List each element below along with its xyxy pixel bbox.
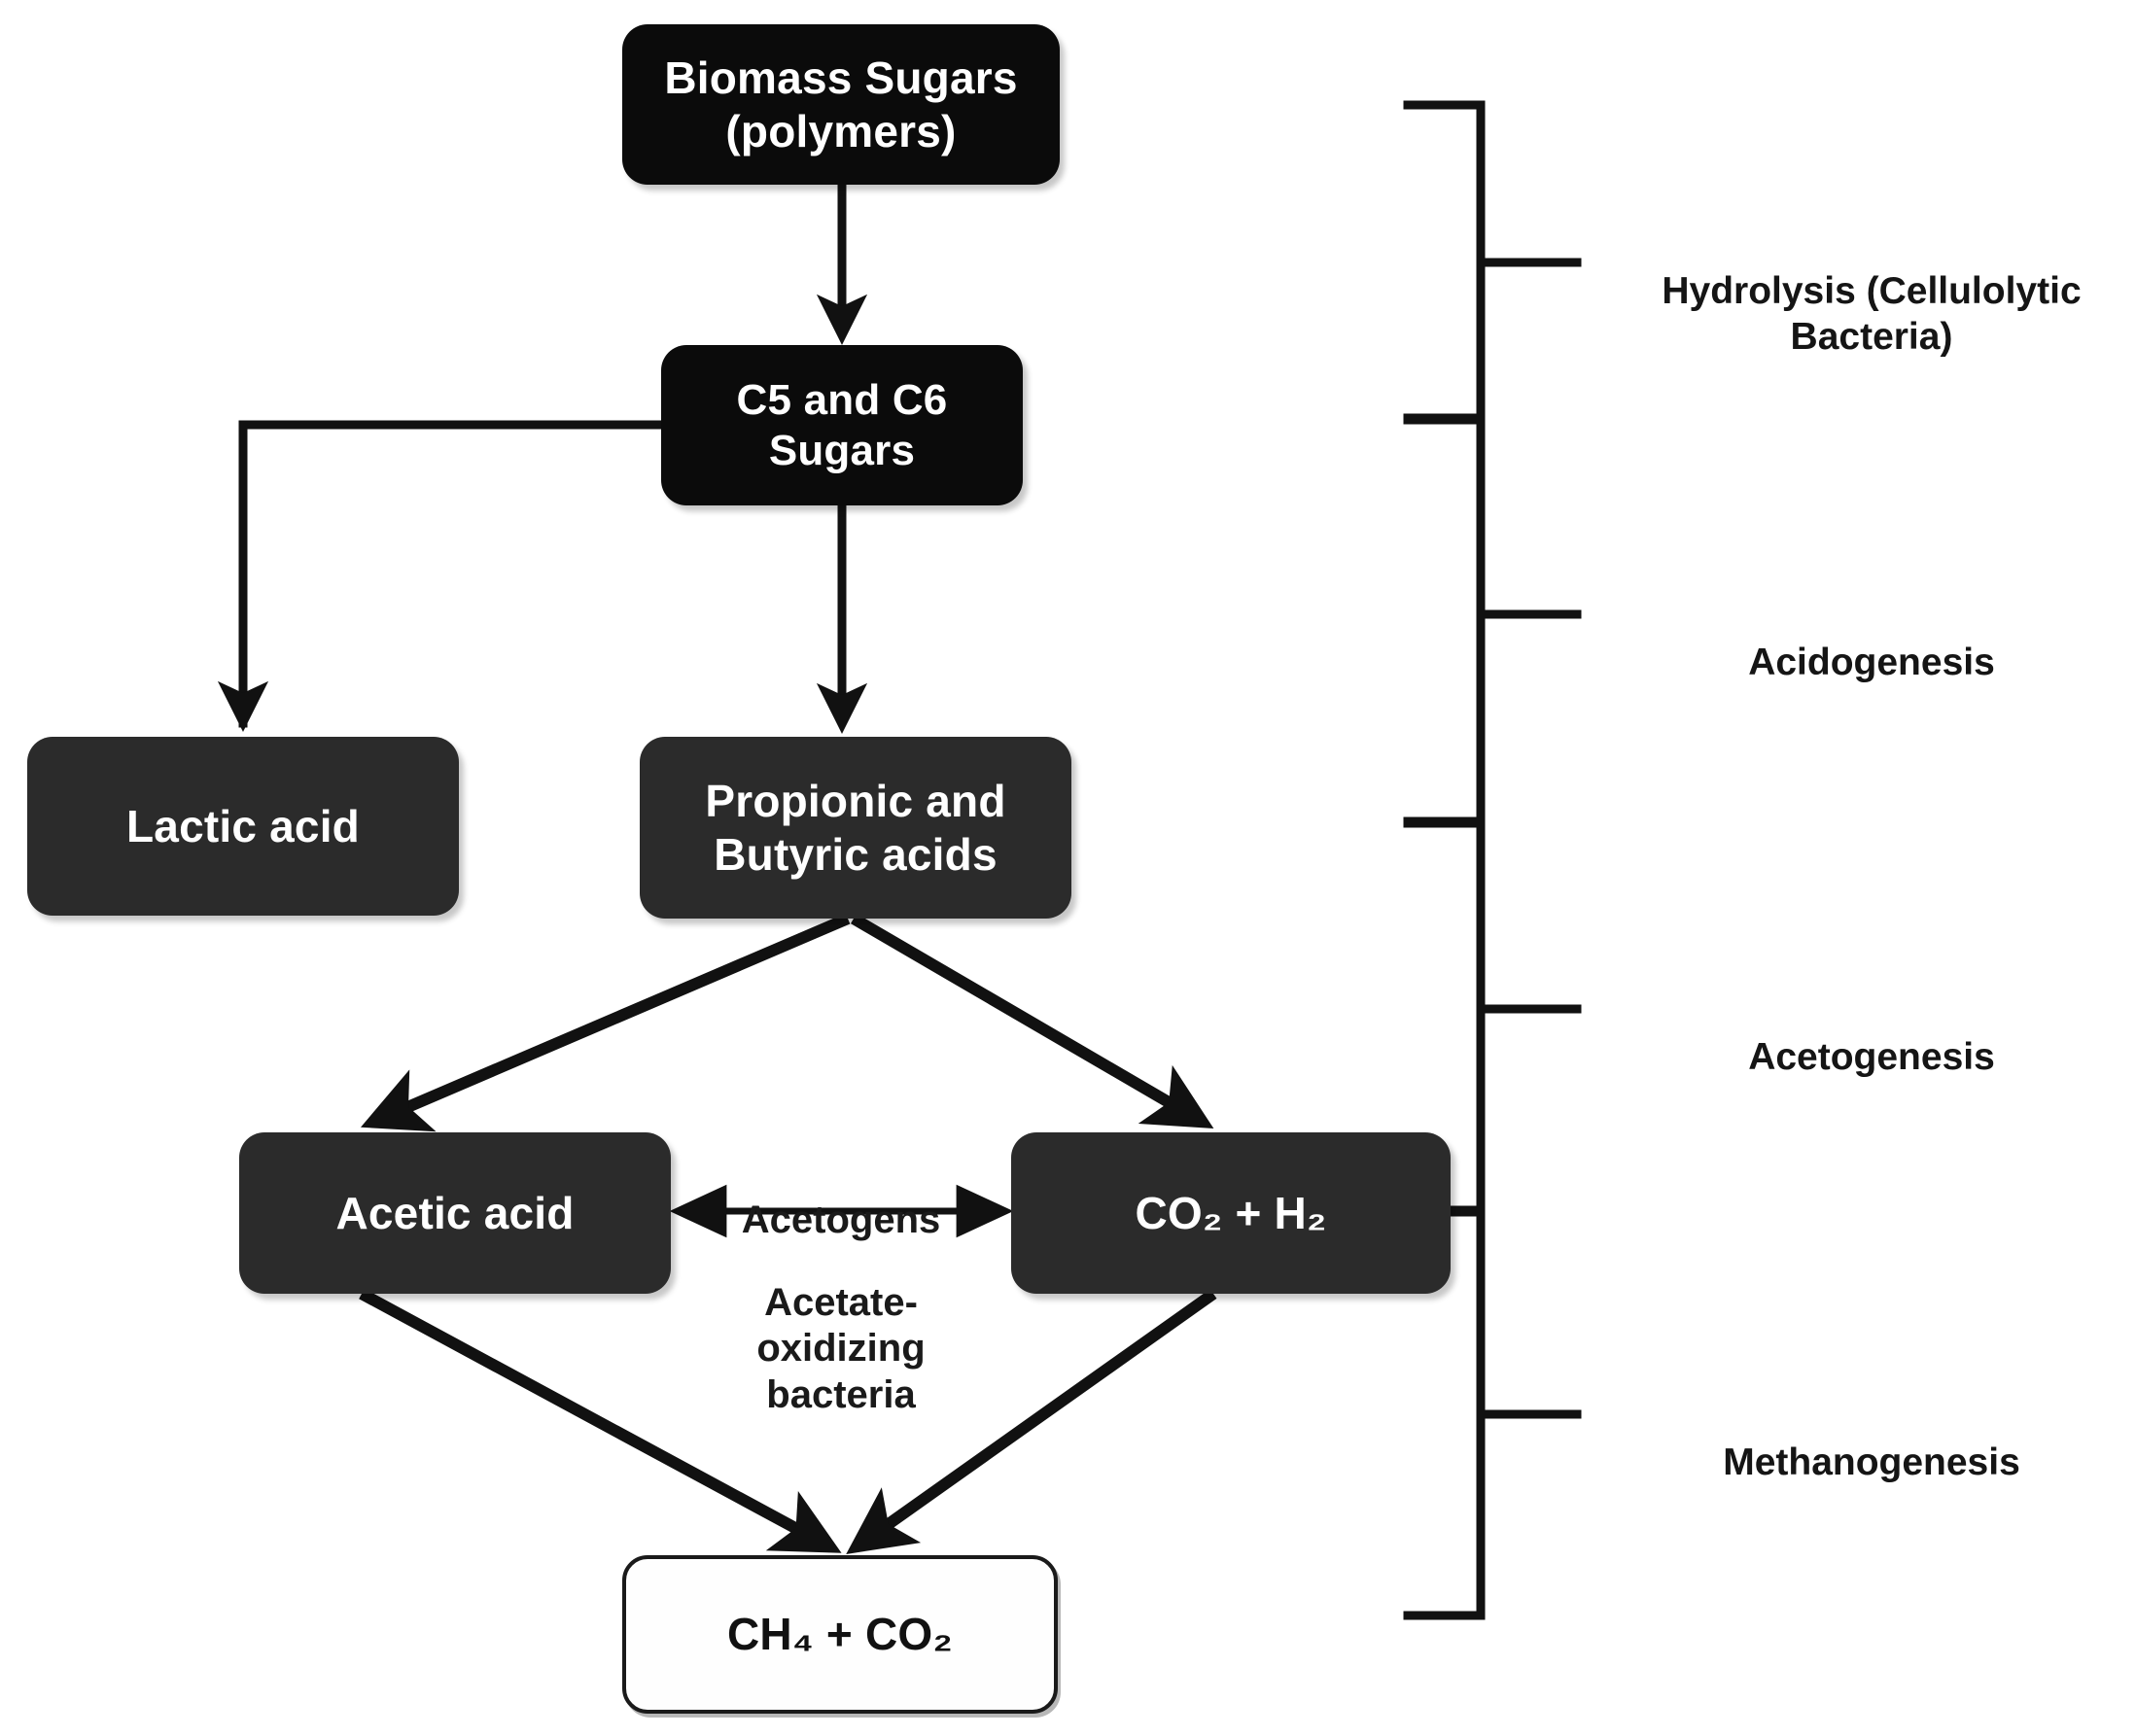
edge-label-acetate-oxidizing-bacteria-text: Acetate- oxidizing bacteria <box>756 1281 926 1416</box>
node-acetic-acid-label: Acetic acid <box>335 1187 575 1238</box>
connector-sugars-to-lactic <box>217 420 666 732</box>
node-co2-h2[interactable]: CO₂ + H₂ <box>1011 1132 1451 1294</box>
connector-propionic-to-acetic <box>360 913 851 1132</box>
node-biomass-sugars[interactable]: Biomass Sugars (polymers) <box>622 24 1060 185</box>
node-c5-c6-sugars[interactable]: C5 and C6 Sugars <box>661 345 1023 505</box>
stage-label-acidogenesis: Acidogenesis <box>1619 595 2124 686</box>
node-ch4-co2[interactable]: CH₄ + CO₂ <box>622 1555 1058 1714</box>
stage-label-acidogenesis-text: Acidogenesis <box>1748 641 1995 683</box>
stage-label-acetogenesis-text: Acetogenesis <box>1748 1035 1995 1078</box>
connector-propionic-to-co2h2 <box>850 913 1214 1129</box>
node-ch4-co2-label: CH₄ + CO₂ <box>726 1609 954 1660</box>
stage-label-hydrolysis-text: Hydrolysis (Cellulolytic Bacteria) <box>1662 269 2082 358</box>
stage-label-acetogenesis: Acetogenesis <box>1619 990 2124 1081</box>
stage-bracket-acidogenesis <box>1403 415 1582 826</box>
node-biomass-sugars-label: Biomass Sugars (polymers) <box>664 52 1018 156</box>
edge-label-acetate-oxidizing-bacteria: Acetate- oxidizing bacteria <box>681 1234 1001 1418</box>
node-acetic-acid[interactable]: Acetic acid <box>239 1132 671 1294</box>
node-lactic-acid[interactable]: Lactic acid <box>27 737 459 916</box>
edge-label-acetogens: Acetogens <box>681 1152 1001 1243</box>
node-propionic-butyric-acids[interactable]: Propionic and Butyric acids <box>640 737 1071 919</box>
node-propionic-butyric-acids-label: Propionic and Butyric acids <box>705 776 1006 880</box>
stage-label-methanogenesis: Methanogenesis <box>1619 1395 2124 1486</box>
stage-bracket-hydrolysis <box>1403 100 1582 423</box>
node-lactic-acid-label: Lactic acid <box>126 800 360 851</box>
stage-label-hydrolysis: Hydrolysis (Cellulolytic Bacteria) <box>1619 224 2124 360</box>
stage-label-methanogenesis-text: Methanogenesis <box>1723 1441 2020 1483</box>
node-co2-h2-label: CO₂ + H₂ <box>1135 1187 1327 1238</box>
node-c5-c6-sugars-label: C5 and C6 Sugars <box>736 375 948 474</box>
